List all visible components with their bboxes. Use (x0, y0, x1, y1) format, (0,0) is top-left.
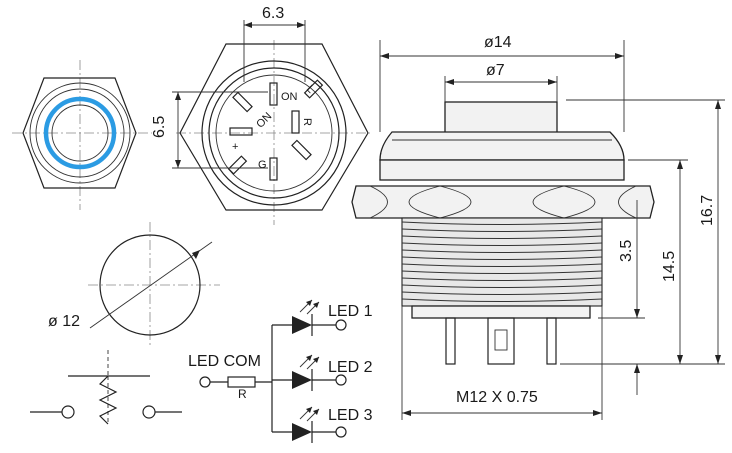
pin-left (229, 127, 253, 136)
led-1-label: LED 1 (328, 303, 373, 320)
thread-line (401, 235, 603, 239)
dim-panel-cutout: ø 12 (48, 313, 80, 330)
switch-symbol (30, 350, 182, 425)
back-outer-circle (201, 60, 347, 206)
thread-line (401, 256, 603, 260)
resistor (227, 376, 256, 388)
led-1-diode (292, 316, 312, 334)
pin-label-plus: + (232, 141, 238, 153)
thread-line (401, 221, 603, 225)
pin-top-right (303, 79, 324, 99)
pin-bottom-left (227, 155, 248, 175)
body-base (411, 305, 591, 319)
thread-line (401, 270, 603, 274)
led-3-diode (292, 423, 312, 441)
bezel (379, 131, 625, 161)
terminal-right (546, 317, 557, 365)
dim-total-height: 16.7 (699, 195, 716, 226)
threaded-body (401, 217, 603, 307)
dim-terminal-length: 3.5 (618, 240, 635, 262)
thread-lines (401, 221, 603, 302)
thread-line (401, 263, 603, 267)
led-3-label: LED 3 (328, 407, 373, 424)
thread-line (401, 284, 603, 288)
thread-line (401, 291, 603, 295)
front-hex-outline (22, 77, 137, 189)
pin-top-left (232, 91, 253, 113)
pin-label-no: ON (254, 110, 274, 130)
dim-outer-diameter: ø14 (484, 34, 512, 51)
front-outer-circle (29, 82, 131, 184)
button-cap (444, 101, 558, 135)
side-view: ø14 ø7 16.7 14.5 3.5 M12 X 0.7 (351, 34, 725, 420)
front-view (12, 60, 152, 210)
schematic-common-label: LED COM (188, 353, 261, 370)
led-schematic: LED COM R LED 1 LED 2 LED 3 (188, 299, 373, 443)
dim-body-height: 14.5 (661, 251, 678, 282)
terminal-left (445, 317, 456, 365)
pin-bottom-right (291, 139, 312, 161)
dim-pin-pitch-width: 6.3 (262, 5, 284, 22)
dim-button-diameter: ø7 (486, 62, 505, 79)
thread-line (401, 298, 603, 302)
pin-label-on-top: ON (281, 91, 298, 103)
pin-label-nc: R (301, 118, 313, 126)
led-2-label: LED 2 (328, 359, 373, 376)
thread-line (401, 228, 603, 232)
dim-thread-spec: M12 X 0.75 (456, 389, 538, 406)
resistor-label: R (238, 387, 247, 401)
back-view: ON ON R + G L 6.3 6.5 (151, 5, 370, 225)
thread-line (401, 242, 603, 246)
thread-line (401, 249, 603, 253)
terminal-center (487, 317, 515, 365)
thread-line (401, 277, 603, 281)
pin-label-g: G (258, 159, 267, 171)
pin-right (291, 110, 300, 134)
led-ring (43, 96, 117, 170)
pin-bottom (269, 157, 278, 181)
panel-cutout-view: ø 12 (48, 222, 220, 345)
dim-pin-pitch-height: 6.5 (151, 116, 168, 138)
back-hex-outline (179, 43, 369, 211)
cutout-circle (99, 234, 201, 336)
led-2-diode (292, 371, 312, 389)
hex-nut (351, 185, 655, 219)
pin-top (269, 82, 278, 106)
